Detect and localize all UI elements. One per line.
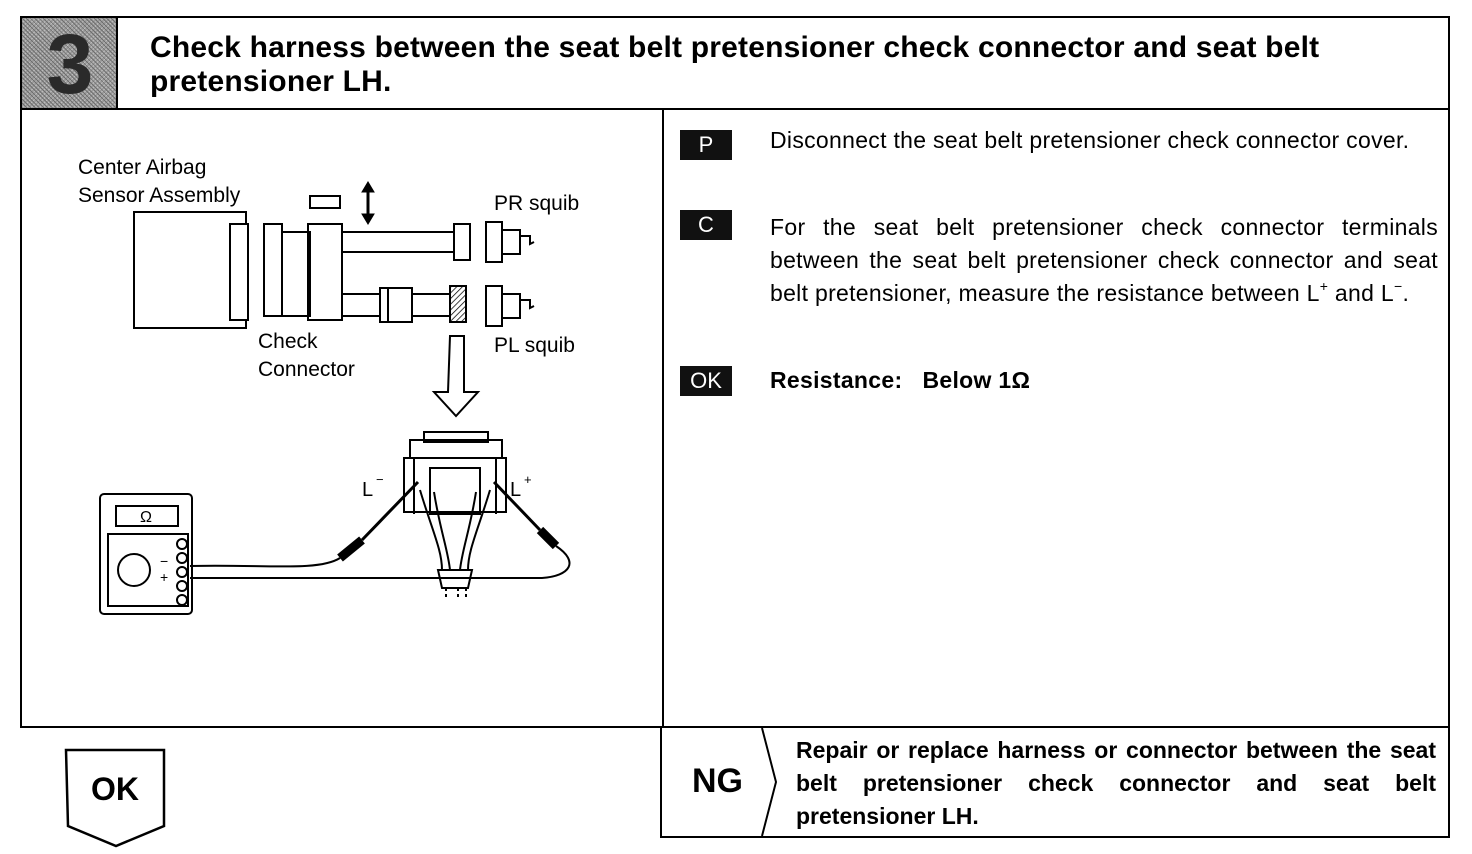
label-l-plus-sign: + <box>524 472 532 487</box>
label-l-plus: L <box>510 479 521 501</box>
ng-label: NG <box>692 762 743 800</box>
step-title: Check harness between the seat belt pret… <box>150 31 1320 98</box>
label-l-minus: L <box>362 479 373 501</box>
tag-prepare: P <box>680 130 732 160</box>
check-connector-left <box>263 223 283 317</box>
tag-ok: OK <box>680 366 732 396</box>
probe-leads <box>189 480 571 579</box>
wiring-diagram: Center Airbag Sensor Assembly PR squib P… <box>78 156 579 615</box>
label-check-1: Check <box>258 330 318 353</box>
label-pr-squib: PR squib <box>494 192 579 215</box>
label-check-2: Connector <box>258 358 355 381</box>
connector-closeup <box>403 431 507 598</box>
tag-check: C <box>680 210 732 240</box>
meter-plus-terminal: + <box>160 569 168 585</box>
label-center-airbag-2: Sensor Assembly <box>78 184 241 207</box>
label-pl-squib: PL squib <box>494 334 575 357</box>
label-l-minus-sign: − <box>376 472 384 487</box>
instruction-ok: Resistance: Below 1Ω <box>770 367 1031 393</box>
multimeter-icon <box>99 493 193 615</box>
label-center-airbag-1: Center Airbag <box>78 156 206 179</box>
ok-label: OK <box>91 771 139 807</box>
ok-arrow-icon <box>64 748 166 848</box>
ng-chevron-icon <box>761 728 778 836</box>
step-title-box: Check harness between the seat belt pret… <box>116 16 1450 110</box>
label-ohm: Ω <box>140 509 152 526</box>
down-arrow-icon <box>431 335 481 418</box>
check-connector-right <box>307 223 343 321</box>
up-down-arrow-icon <box>361 181 375 225</box>
diagram-panel: Center Airbag Sensor Assembly PR squib P… <box>20 110 662 728</box>
sensor-connector <box>229 223 249 321</box>
step-number-box: 3 <box>20 16 116 110</box>
ng-result-box: NG Repair or replace harness or connecto… <box>660 726 1450 838</box>
instruction-panel: P Disconnect the seat belt pretensioner … <box>662 110 1450 728</box>
meter-minus-terminal: − <box>160 553 168 569</box>
hatched-connector <box>449 285 467 323</box>
ng-action-text: Repair or replace harness or connector b… <box>796 737 1436 829</box>
step-number: 3 <box>46 17 94 111</box>
check-connector-body <box>281 231 311 317</box>
instruction-check: For the seat belt pretensioner check con… <box>770 214 1438 306</box>
connector-cover <box>309 195 341 209</box>
instruction-prepare: Disconnect the seat belt pretensioner ch… <box>770 127 1410 153</box>
